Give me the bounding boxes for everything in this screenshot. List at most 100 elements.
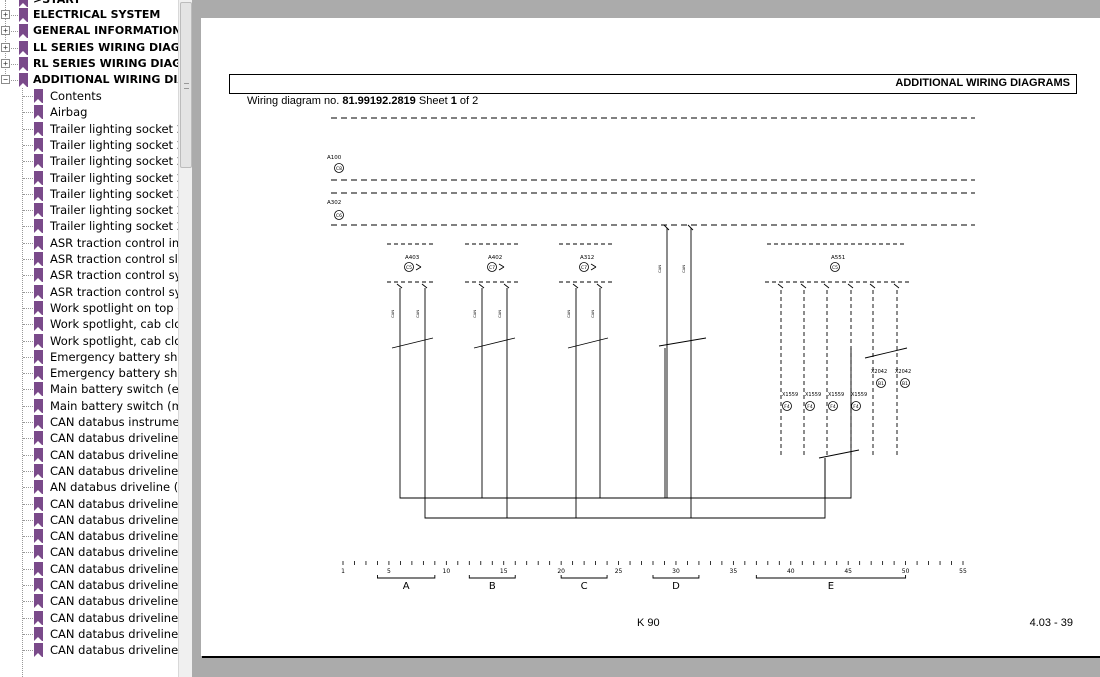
tree-item-diagram[interactable]: AN databus driveline (T-C (0, 479, 178, 495)
diagram-label: Wiring diagram no. (247, 95, 340, 107)
tree-connector (22, 88, 23, 677)
wire-code: CAN (390, 310, 395, 318)
bookmark-icon (34, 529, 43, 544)
tree-item-section[interactable]: +LL SERIES WIRING DIAGRA (0, 40, 178, 56)
expand-icon[interactable]: + (1, 42, 10, 52)
tree-item-diagram[interactable]: Trailer lighting socket 24V (0, 153, 178, 169)
bookmark-icon (19, 40, 28, 55)
tree-item-label: CAN databus driveline (T- (50, 610, 178, 625)
tree-connector (23, 487, 33, 489)
connector-mark (415, 266, 422, 271)
tree-item-label: ASR traction control syste (50, 268, 178, 283)
tree-item-diagram[interactable]: Trailer lighting socket 24V (0, 137, 178, 153)
wire (399, 348, 826, 499)
twist-mark (658, 337, 707, 347)
tree-item-diagram[interactable]: Emergency battery shutd (0, 365, 178, 381)
pin-mark (687, 224, 694, 231)
bookmark-icon (34, 382, 43, 397)
bus-code (334, 163, 344, 173)
component-code (404, 262, 414, 272)
tree-item-diagram[interactable]: CAN databus driveline (T- (0, 496, 178, 512)
tree-item-label: CAN databus instrumenta (50, 415, 178, 429)
tree-item-diagram[interactable]: CAN databus driveline (T- (0, 642, 178, 658)
component-label: A551 (831, 255, 845, 261)
wire-code: CAN (472, 310, 477, 318)
tree-item-diagram[interactable]: ASR traction control syste (0, 284, 178, 300)
tree-item-diagram[interactable]: CAN databus driveline (T- (0, 528, 178, 544)
tree-item-label: RL SERIES WIRING DIAGR (33, 56, 178, 70)
tree-item-diagram[interactable]: ASR traction control syste (0, 267, 178, 283)
connector-code-text: F4 (807, 404, 813, 410)
tree-item-label: CAN databus driveline (T- (50, 626, 178, 641)
tree-connector (11, 63, 18, 65)
tree-item-diagram[interactable]: Airbag (0, 104, 178, 120)
pin-mark (847, 283, 854, 289)
tree-item-diagram[interactable]: CAN databus driveline (T- (0, 626, 178, 642)
tree-item-diagram[interactable]: CAN databus driveline (T- (0, 447, 178, 463)
collapse-icon[interactable]: − (1, 75, 10, 85)
tree-item-label: Contents (50, 89, 102, 103)
section-bracket (755, 575, 907, 579)
tree-item-label: GENERAL INFORMATION (33, 24, 178, 38)
wire (825, 348, 852, 499)
bus-code (334, 210, 344, 220)
ruler-number: 55 (959, 568, 967, 575)
tree-item-label: Trailer lighting socket 24V (50, 121, 178, 136)
tree-item-diagram[interactable]: CAN databus driveline (T- (0, 463, 178, 479)
sidebar-scrollbar[interactable] (178, 0, 192, 677)
pin-mark (800, 283, 807, 289)
tree-item-diagram[interactable]: Emergency battery shutd (0, 349, 178, 365)
tree-item-diagram[interactable]: CAN databus driveline (T- (0, 610, 178, 626)
tree-item-diagram[interactable]: Work spotlight, cab closu (0, 316, 178, 332)
expand-icon[interactable]: + (1, 58, 10, 68)
tree-item-diagram[interactable]: Work spotlight, cab closu (0, 333, 178, 349)
tree-item-diagram[interactable]: Trailer lighting socket 24V (0, 170, 178, 186)
tree-connector (23, 568, 33, 570)
wire (506, 348, 698, 519)
tree-connector (23, 503, 33, 505)
tree-item-label: ASR traction control indic (50, 235, 178, 250)
tree-item-label: CAN databus driveline (T- (50, 512, 178, 527)
tree-item-diagram[interactable]: CAN databus driveline (T- (0, 544, 178, 560)
tree-item-diagram[interactable]: Trailer lighting socket 24V (0, 218, 178, 234)
tree-item-diagram[interactable]: CAN databus instrumenta (0, 414, 178, 430)
tree-item-diagram[interactable]: Contents (0, 88, 178, 104)
tree-connector (23, 422, 33, 423)
tree-item-start[interactable]: >START (0, 0, 178, 8)
tree-item-diagram[interactable]: CAN databus driveline (T- (0, 561, 178, 577)
twist-mark (864, 347, 908, 359)
tree-item-diagram[interactable]: Trailer lighting socket 24V (0, 121, 178, 137)
tree-connector (23, 275, 33, 277)
tree-item-diagram[interactable]: CAN databus driveline (T- (0, 593, 178, 609)
scrollbar-thumb[interactable] (180, 2, 192, 168)
wire-code: CAN (657, 265, 662, 273)
tree-item-diagram[interactable]: CAN databus driveline (T- (0, 577, 178, 593)
expand-icon[interactable]: + (1, 26, 10, 36)
tree-item-label: CAN databus driveline (T- (50, 463, 178, 478)
tree-item-section[interactable]: −ADDITIONAL WIRING DIAG (0, 72, 178, 88)
expand-icon[interactable]: + (1, 10, 10, 19)
tree-item-diagram[interactable]: CAN databus driveline (T- (0, 512, 178, 528)
tree-item-diagram[interactable]: Trailer lighting socket 24V (0, 202, 178, 218)
tree-item-label: ELECTRICAL SYSTEM (33, 8, 161, 21)
tree-item-section[interactable]: + RL SERIES WIRING DIAGR (0, 56, 178, 72)
tree-item-diagram[interactable]: Main battery switch (mec (0, 398, 178, 414)
tree-item-diagram[interactable]: ASR traction control slip t (0, 251, 178, 267)
pin-mark (823, 283, 830, 289)
tree-connector (11, 15, 18, 16)
tree-connector (23, 324, 33, 326)
tree-item-section[interactable]: + GENERAL INFORMATION (0, 23, 178, 39)
tree-item-diagram[interactable]: Work spotlight on top of (0, 300, 178, 316)
tree-item-diagram[interactable]: Trailer lighting socket 24V (0, 186, 178, 202)
bookmark-icon (34, 578, 43, 592)
tree-item-diagram[interactable]: CAN databus driveline (T- (0, 430, 178, 446)
tree-item-diagram[interactable]: Main battery switch (elec (0, 381, 178, 397)
section-bracket (560, 575, 608, 579)
bookmark-icon (19, 0, 28, 7)
bookmark-icon (34, 349, 43, 364)
tree-connector (23, 259, 33, 260)
tree-item-diagram[interactable]: ASR traction control indic (0, 235, 178, 251)
tree-item-label: CAN databus driveline (T- (50, 594, 178, 609)
tree-item-section[interactable]: + ELECTRICAL SYSTEM (0, 7, 178, 23)
